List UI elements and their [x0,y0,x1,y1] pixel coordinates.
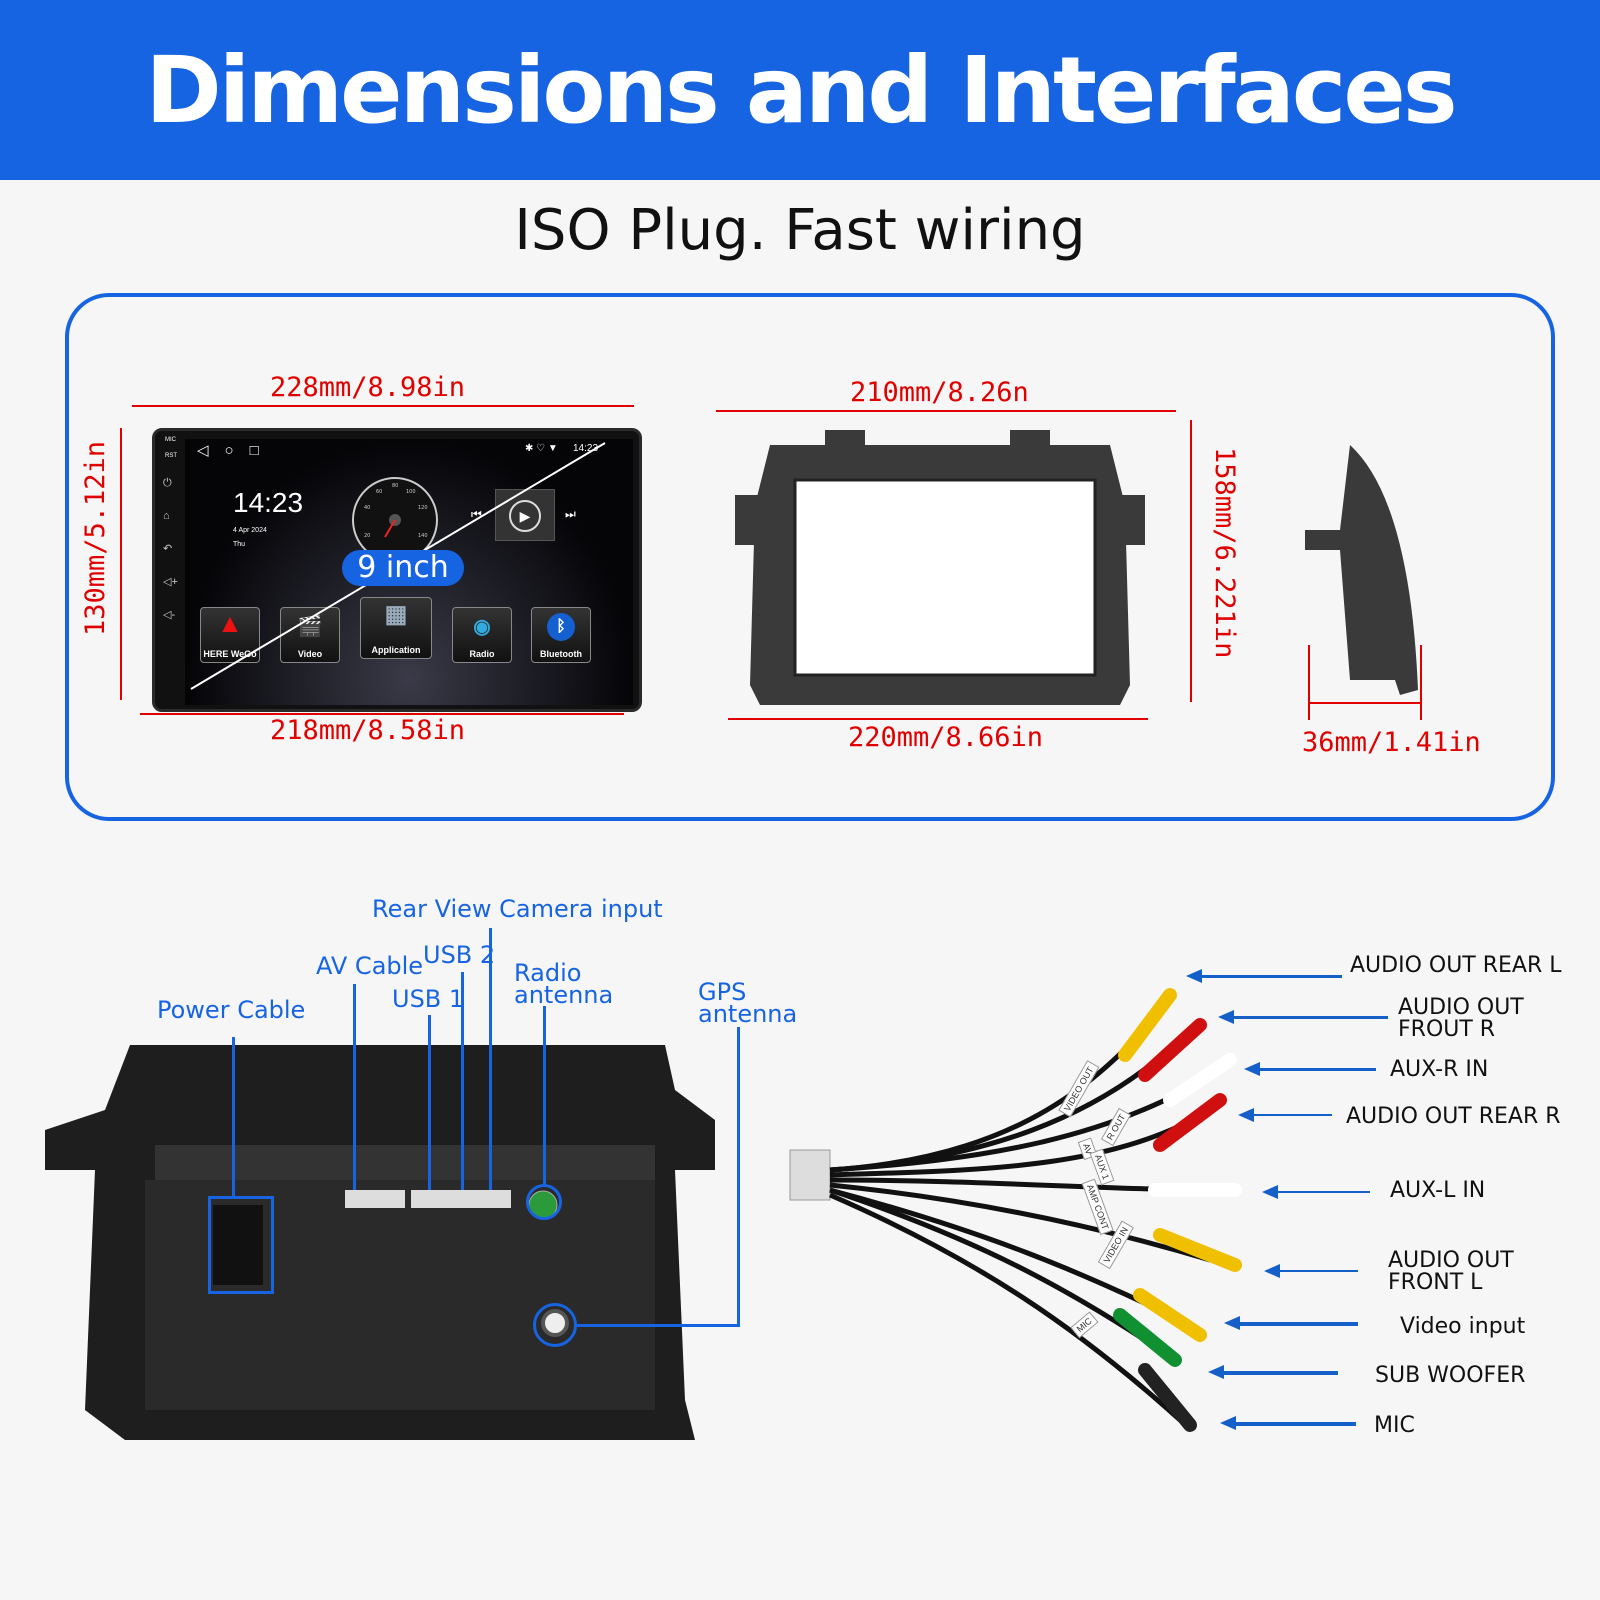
next-icon: ⏭ [565,507,576,521]
previous-icon: ⏮ [471,507,482,521]
gauge-tick: 100 [406,489,416,495]
date: 4 Apr 2024 [233,527,267,534]
frame-width-top: 210mm/8.26n [850,377,1029,408]
arrow [1238,1108,1332,1122]
leader-line [543,1006,546,1186]
frame-depth: 36mm/1.41in [1302,727,1481,758]
dimension-line [140,713,624,715]
radio-antenna-icon: ◉ [473,616,491,638]
play-icon: ▶ [509,500,541,532]
navigation-arrow-icon: ▲ [217,608,243,638]
play-button: ▶ [495,489,555,541]
arrow [1218,1010,1388,1024]
gauge-tick: 140 [418,533,428,539]
cable-label-audio-out-rear-l: AUDIO OUT REAR L [1350,953,1562,978]
screen-size-badge: 9 inch [342,550,464,586]
gauge-tick: 120 [418,505,428,511]
leader-line [353,984,356,1190]
dimension-line [132,405,634,407]
unit-width-bottom: 218mm/8.58in [270,715,466,746]
head-unit-rear-image [45,1045,715,1440]
header-banner: Dimensions and Interfaces [0,0,1600,180]
leader-line [461,972,464,1190]
arrow [1262,1185,1370,1199]
gauge-tick: 20 [364,533,370,539]
leader-line [737,1027,740,1327]
arrow [1264,1264,1358,1278]
leader-line [428,1015,431,1190]
leader-line [577,1324,740,1327]
app-video: 🎬Video [280,607,340,663]
arrow [1244,1062,1376,1076]
gauge-tick: 60 [376,489,382,495]
status-icons: ✱ ♡ ▼ [525,443,558,454]
clock: 14:23 [233,487,304,518]
cable-label-video-input: Video input [1400,1314,1526,1339]
dimension-line [1190,420,1192,702]
mounting-frame-image [735,430,1145,705]
app-application: ▦Application [360,597,432,659]
rst-label: RST [165,453,177,459]
dimensions-panel [65,293,1555,821]
cable-label-sub-woofer: SUB WOOFER [1375,1363,1526,1388]
label-av-cable: AV Cable [316,952,424,980]
leader-line [489,928,492,1190]
dimension-line [728,718,1148,720]
weekday: Thu [233,541,246,548]
gauge-tick: 80 [392,483,398,489]
bluetooth-icon: ᛒ [547,613,575,641]
arrow [1186,969,1342,983]
label-usb2: USB 2 [423,941,496,969]
arrow [1220,1416,1356,1430]
power-connector-highlight [208,1196,274,1294]
page-title: Dimensions and Interfaces [145,36,1457,144]
leader-line [232,1037,235,1197]
gauge-tick: 40 [364,505,370,511]
arrow [1224,1316,1358,1330]
label-rear-camera: Rear View Camera input [372,895,663,923]
arrow [1208,1365,1338,1379]
status-time: 14:23 [573,443,599,454]
dimension-line [1308,702,1422,704]
dimension-line [1308,645,1310,720]
label-usb1: USB 1 [392,985,465,1013]
app-radio: ◉Radio [452,607,512,663]
unit-height: 130mm/5.12in [80,440,111,636]
dimension-line [120,428,122,700]
frame-width-bottom: 220mm/8.66in [848,722,1044,753]
dimension-line [716,410,1176,412]
dimension-line [1420,645,1422,720]
side-buttons: ⏻⌂↶◁+◁- [163,477,178,621]
app-grid-icon: ▦ [384,601,408,628]
frame-side-profile-image [1305,445,1418,695]
cable-label-audio-out-rear-r: AUDIO OUT REAR R [1346,1104,1561,1129]
frame-height: 158mm/6.221in [1209,447,1240,659]
nav-bar-icons: ◁○□ [197,442,275,459]
mic-label: MIC [165,437,176,443]
subtitle: ISO Plug. Fast wiring [514,198,1086,263]
label-power-cable: Power Cable [157,996,306,1024]
cable-label-aux-r-in: AUX-R IN [1390,1057,1489,1082]
cable-label-aux-l-in: AUX-L IN [1390,1178,1486,1203]
unit-width-top: 228mm/8.98in [270,372,466,403]
radio-connector-highlight [526,1184,562,1220]
rca-cable-harness-image [789,988,1242,1432]
gps-connector-highlight [533,1303,577,1347]
cable-label-mic: MIC [1374,1413,1415,1438]
